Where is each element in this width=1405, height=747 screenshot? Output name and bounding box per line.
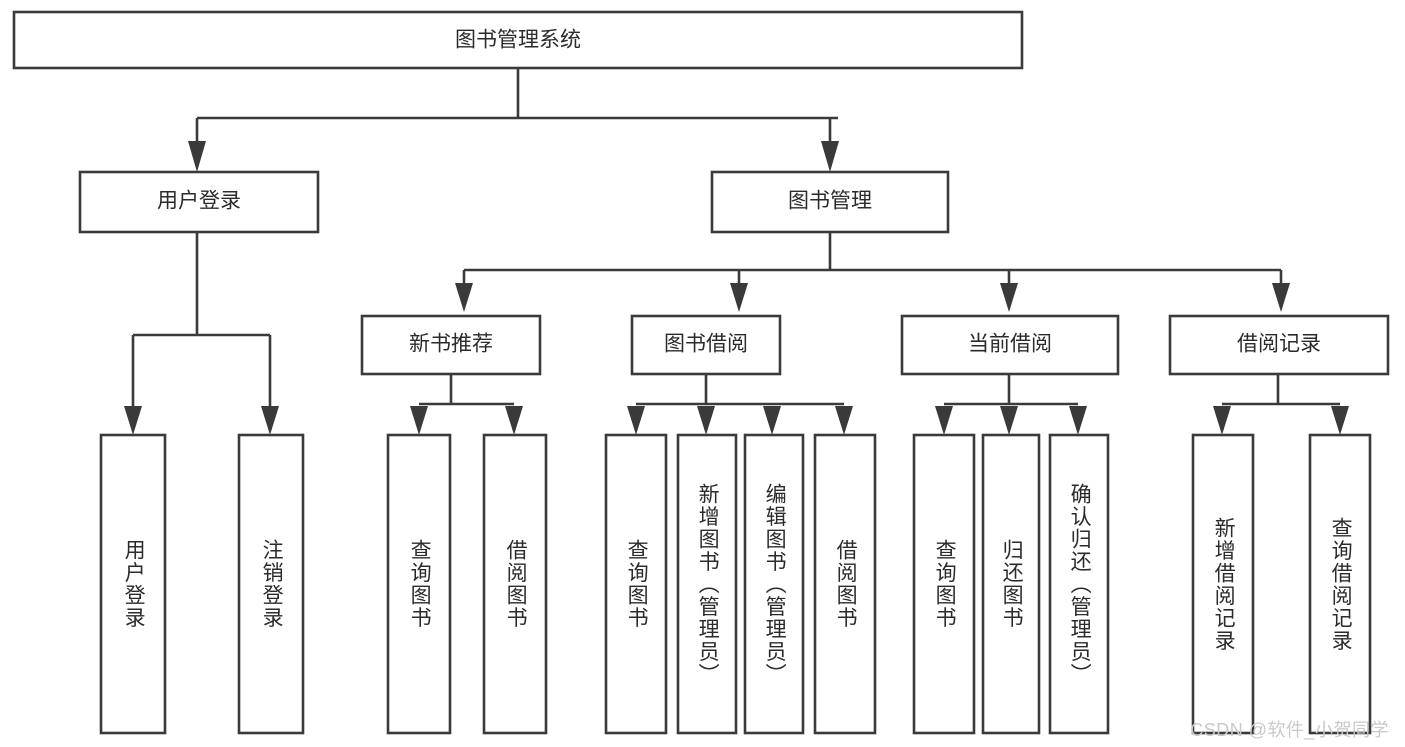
- node-root[interactable]: 图书管理系统: [12, 10, 1024, 70]
- leaf-box-query-book-cb[interactable]: [912, 433, 976, 735]
- node-borrow-record[interactable]: 借阅记录: [1168, 314, 1390, 376]
- connector-group-user-login: [124, 232, 279, 435]
- node-root-label: 图书管理系统: [455, 29, 581, 52]
- connector-group-borrow-record: [1213, 374, 1349, 435]
- connector-group-book-borrow: [627, 374, 853, 435]
- node-new-book-recommend[interactable]: 新书推荐: [360, 314, 542, 376]
- node-user-login-label: 用户登录: [157, 190, 241, 213]
- leaf-box-borrow-book-bb[interactable]: [813, 433, 877, 735]
- arrow-head-userlogin-2: [261, 406, 279, 435]
- arrow-head-bookborrow-1: [627, 406, 645, 435]
- leaf-box-add-record[interactable]: [1191, 433, 1255, 735]
- node-user-login[interactable]: 用户登录: [78, 170, 320, 234]
- connector-group-book-manage: [455, 232, 1290, 312]
- leaf-box-return-book[interactable]: [981, 433, 1041, 735]
- node-current-borrow[interactable]: 当前借阅: [900, 314, 1120, 376]
- arrow-head-currentborrow-2: [1000, 406, 1018, 435]
- arrow-head-bookmanage-1: [455, 283, 473, 312]
- leaf-box-add-book[interactable]: [676, 433, 738, 735]
- arrow-head-bookmanage-2: [730, 283, 748, 312]
- node-book-borrow[interactable]: 图书借阅: [630, 314, 782, 376]
- leaf-box-logout[interactable]: [237, 433, 305, 735]
- arrow-head-newbook-1: [410, 406, 428, 435]
- arrow-head-userlogin-1: [124, 406, 142, 435]
- node-root-box[interactable]: [12, 10, 1024, 70]
- node-book-manage-label: 图书管理: [788, 190, 872, 213]
- arrow-head-bookborrow-4: [835, 406, 853, 435]
- leaf-box-edit-book[interactable]: [743, 433, 805, 735]
- node-book-borrow-label: 图书借阅: [664, 333, 748, 356]
- arrow-head-borrowrecord-2: [1331, 406, 1349, 435]
- leaf-box-query-book-bb[interactable]: [604, 433, 668, 735]
- connector-group-root: [188, 68, 839, 172]
- node-book-manage-box[interactable]: [710, 170, 950, 234]
- node-new-book-recommend-box[interactable]: [360, 314, 542, 376]
- leaf-box-query-record[interactable]: [1308, 433, 1372, 735]
- connector-group-current-borrow: [935, 374, 1087, 435]
- node-borrow-record-box[interactable]: [1168, 314, 1390, 376]
- node-current-borrow-label: 当前借阅: [968, 333, 1052, 356]
- arrow-head-currentborrow-1: [935, 406, 953, 435]
- node-user-login-box[interactable]: [78, 170, 320, 234]
- node-borrow-record-label: 借阅记录: [1237, 333, 1321, 356]
- leaf-box-confirm-return[interactable]: [1048, 433, 1110, 735]
- arrow-head-bookborrow-3: [763, 406, 781, 435]
- arrow-head-root-1: [188, 141, 206, 172]
- arrow-head-bookmanage-4: [1272, 283, 1290, 312]
- leaf-box-user-login[interactable]: [99, 433, 167, 735]
- node-book-manage[interactable]: 图书管理: [710, 170, 950, 234]
- arrow-head-borrowrecord-1: [1213, 406, 1231, 435]
- node-current-borrow-box[interactable]: [900, 314, 1120, 376]
- arrow-head-newbook-2: [505, 406, 523, 435]
- arrow-head-bookborrow-2: [697, 406, 715, 435]
- watermark: CSDN @软件_小贺同学: [1190, 720, 1389, 740]
- arrow-head-currentborrow-3: [1069, 406, 1087, 435]
- arrow-head-root-2: [821, 141, 839, 172]
- node-book-borrow-box[interactable]: [630, 314, 782, 376]
- leaf-box-borrow-book-nb[interactable]: [482, 433, 548, 735]
- node-new-book-recommend-label: 新书推荐: [409, 333, 493, 356]
- connector-group-new-book: [410, 374, 523, 435]
- leaf-box-query-book-nb[interactable]: [386, 433, 452, 735]
- arrow-head-bookmanage-3: [1000, 283, 1018, 312]
